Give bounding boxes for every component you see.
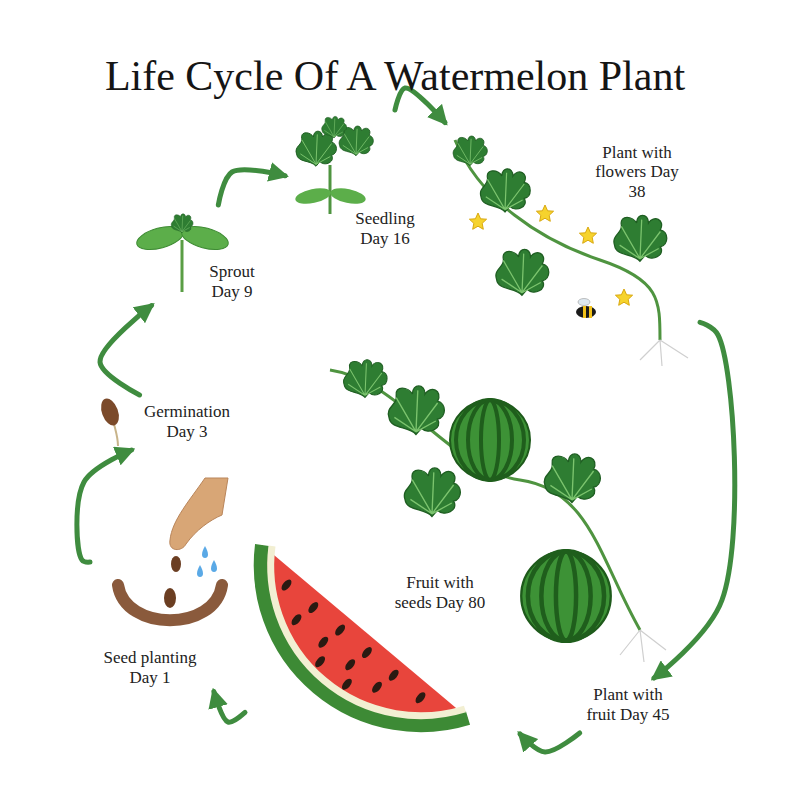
germinating-seed xyxy=(98,396,123,446)
cycle-arrow xyxy=(520,733,580,752)
stage-node: Seedling Day 16 xyxy=(285,110,440,253)
bee xyxy=(576,299,596,319)
diagram-title: Life Cycle Of A Watermelon Plant xyxy=(0,52,790,100)
stage-node: Seed planting Day 1 xyxy=(90,470,235,692)
cycle-arrow xyxy=(100,306,152,395)
stage-node: Plant with flowers Day 38 xyxy=(445,120,700,345)
stage-node: Fruit with seeds Day 80 xyxy=(245,535,520,735)
stage-label: Germination Day 3 xyxy=(137,402,237,441)
stage-label: Sprout Day 9 xyxy=(200,262,264,301)
stage-label: Fruit with seeds Day 80 xyxy=(386,573,494,612)
flowering-plant-art xyxy=(453,136,688,366)
cycle-arrow xyxy=(654,322,735,678)
seed-planting-art xyxy=(118,478,228,620)
seedling-art xyxy=(294,116,373,214)
watermelon-slice xyxy=(261,545,468,725)
fruiting-plant-art xyxy=(330,360,666,662)
stage-node: Plant with fruit Day 45 xyxy=(565,678,695,733)
stage-node: Germination Day 3 xyxy=(95,395,250,450)
cycle-arrow xyxy=(77,450,132,562)
stage-label: Plant with flowers Day 38 xyxy=(595,143,679,202)
stage-label: Seed planting Day 1 xyxy=(94,648,206,687)
stage-label: Seedling Day 16 xyxy=(345,209,425,248)
cycle-arrow xyxy=(214,692,245,723)
stage-node: Sprout Day 9 xyxy=(125,205,270,306)
stage-label: Plant with fruit Day 45 xyxy=(578,685,678,724)
cycle-arrow xyxy=(218,170,285,205)
